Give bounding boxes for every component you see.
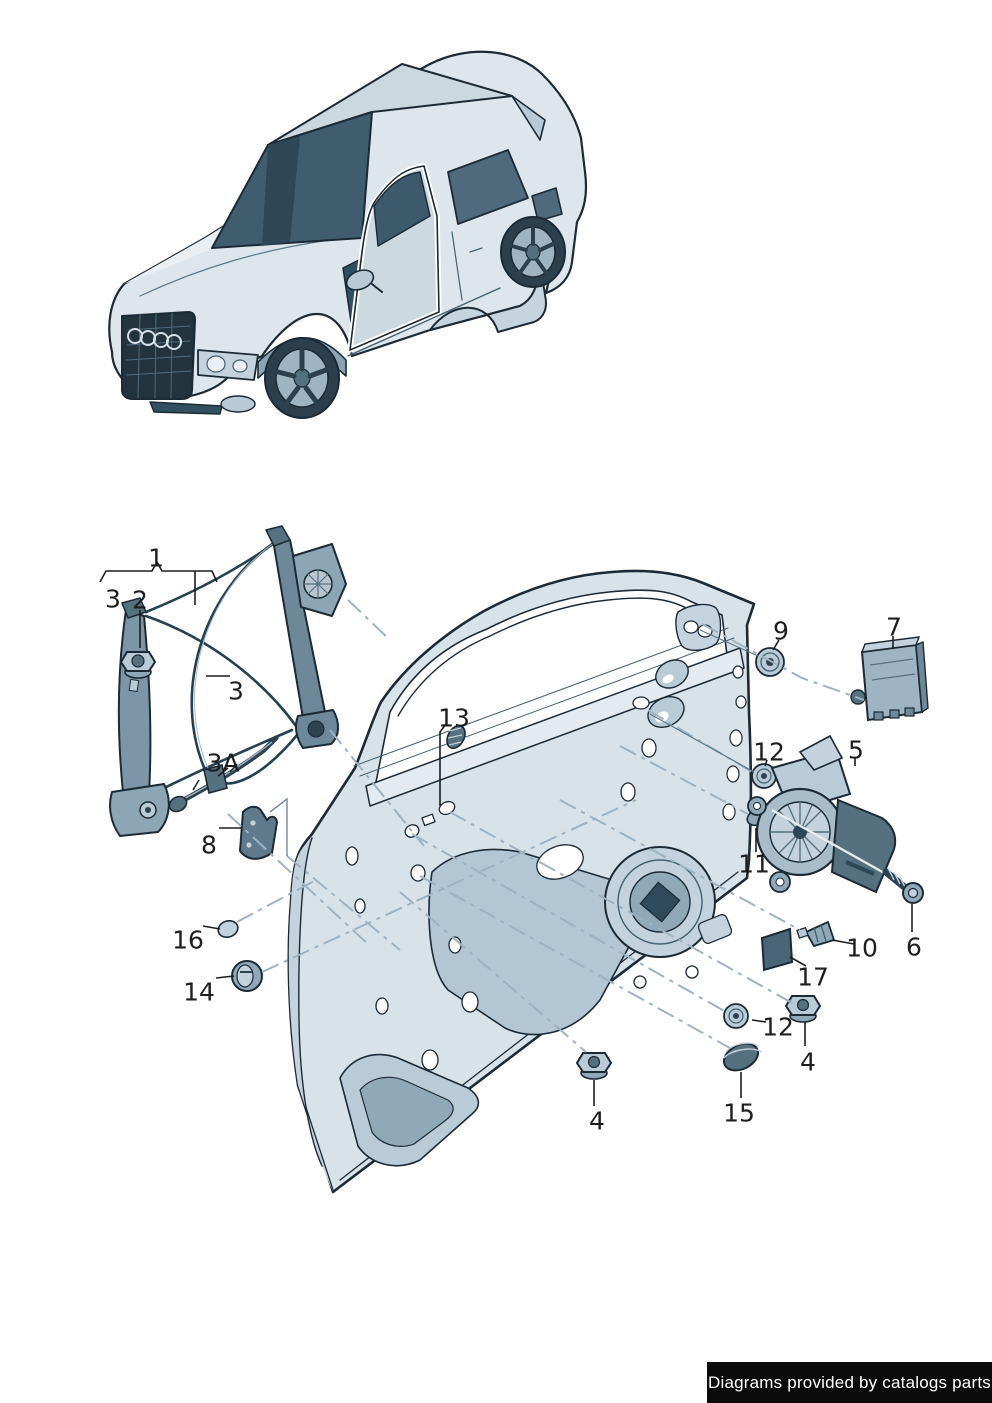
callout-1: 1 — [148, 543, 164, 573]
part-14-cap — [231, 960, 263, 992]
callout-9: 9 — [773, 616, 789, 646]
mechanism-opening — [428, 848, 640, 1036]
part-12-washer-lower — [723, 1003, 749, 1029]
speaker-cutout — [604, 846, 716, 958]
part-12-washer-upper — [751, 763, 777, 789]
callout-15: 15 — [723, 1098, 755, 1128]
footer-credit-bar: Diagrams provided by catalogs parts — [707, 1362, 992, 1403]
part-9-washer — [755, 647, 785, 677]
panel-holes — [345, 696, 699, 1071]
callout-14: 14 — [183, 977, 215, 1007]
callout-6: 6 — [906, 932, 922, 962]
callout-11: 11 — [738, 849, 770, 879]
part-7-control-module — [850, 636, 929, 722]
callout-8: 8 — [201, 830, 217, 860]
upper-right-holes — [647, 603, 747, 821]
callout-16: 16 — [172, 925, 204, 955]
callout-2: 2 — [132, 585, 148, 615]
hood-crease — [139, 239, 331, 297]
quarter-window — [531, 187, 563, 222]
callout-4-bottom: 4 — [589, 1106, 605, 1136]
open-door-window — [373, 171, 431, 247]
part-6-screw — [882, 867, 924, 904]
callout-3a: 3A — [206, 748, 240, 778]
callout-3-right: 3 — [228, 676, 244, 706]
part-4-nut-right — [784, 995, 822, 1023]
callout-7: 7 — [886, 612, 902, 642]
assembly-axis-lines — [227, 599, 865, 1053]
rear-door-window — [447, 149, 529, 225]
rocker-line — [347, 287, 501, 357]
callout-1-bracket — [99, 560, 218, 583]
callout-12-lower: 12 — [762, 1012, 794, 1042]
regulator-cable-upper — [144, 540, 278, 614]
part-15-cap — [722, 1042, 763, 1072]
part-10-clip — [796, 920, 836, 948]
part-2-nut — [119, 651, 157, 679]
callout-leader-lines — [99, 560, 913, 1106]
right-guide-rail — [265, 525, 347, 749]
part-17-pad — [760, 927, 794, 972]
footer-credit-text: Diagrams provided by catalogs parts — [708, 1372, 991, 1392]
callout-5: 5 — [848, 735, 864, 765]
callout-10: 10 — [846, 933, 878, 963]
part-8-bracket — [238, 805, 279, 860]
part-4-nut-left — [575, 1052, 613, 1080]
belt-line — [365, 647, 745, 807]
brand-rings-icon — [127, 328, 182, 350]
callout-12-upper: 12 — [753, 737, 785, 767]
rear-wheel — [500, 216, 566, 288]
callout-13: 13 — [438, 703, 470, 733]
side-mirror-icon — [345, 269, 383, 293]
lock-cutout — [697, 914, 733, 944]
rear-door-crease — [451, 231, 483, 301]
regulator-cable-cross — [144, 614, 298, 728]
door-inner-panel — [287, 569, 756, 1194]
part-13-grommet — [446, 724, 466, 750]
front-wheel — [257, 337, 347, 419]
hole-leader-lines — [269, 629, 759, 856]
car-illustration — [108, 50, 588, 419]
part-3a-cable — [168, 735, 279, 813]
part-5-window-motor — [747, 734, 897, 894]
callout-17: 17 — [797, 962, 829, 992]
part-16-cap — [217, 919, 239, 939]
callout-4-right: 4 — [800, 1047, 816, 1077]
front-bumper-detail — [149, 395, 256, 415]
regulator-cable-bow — [190, 538, 300, 785]
callout-3-left: 3 — [105, 584, 121, 614]
front-grille — [121, 311, 196, 400]
headlight — [197, 349, 259, 381]
